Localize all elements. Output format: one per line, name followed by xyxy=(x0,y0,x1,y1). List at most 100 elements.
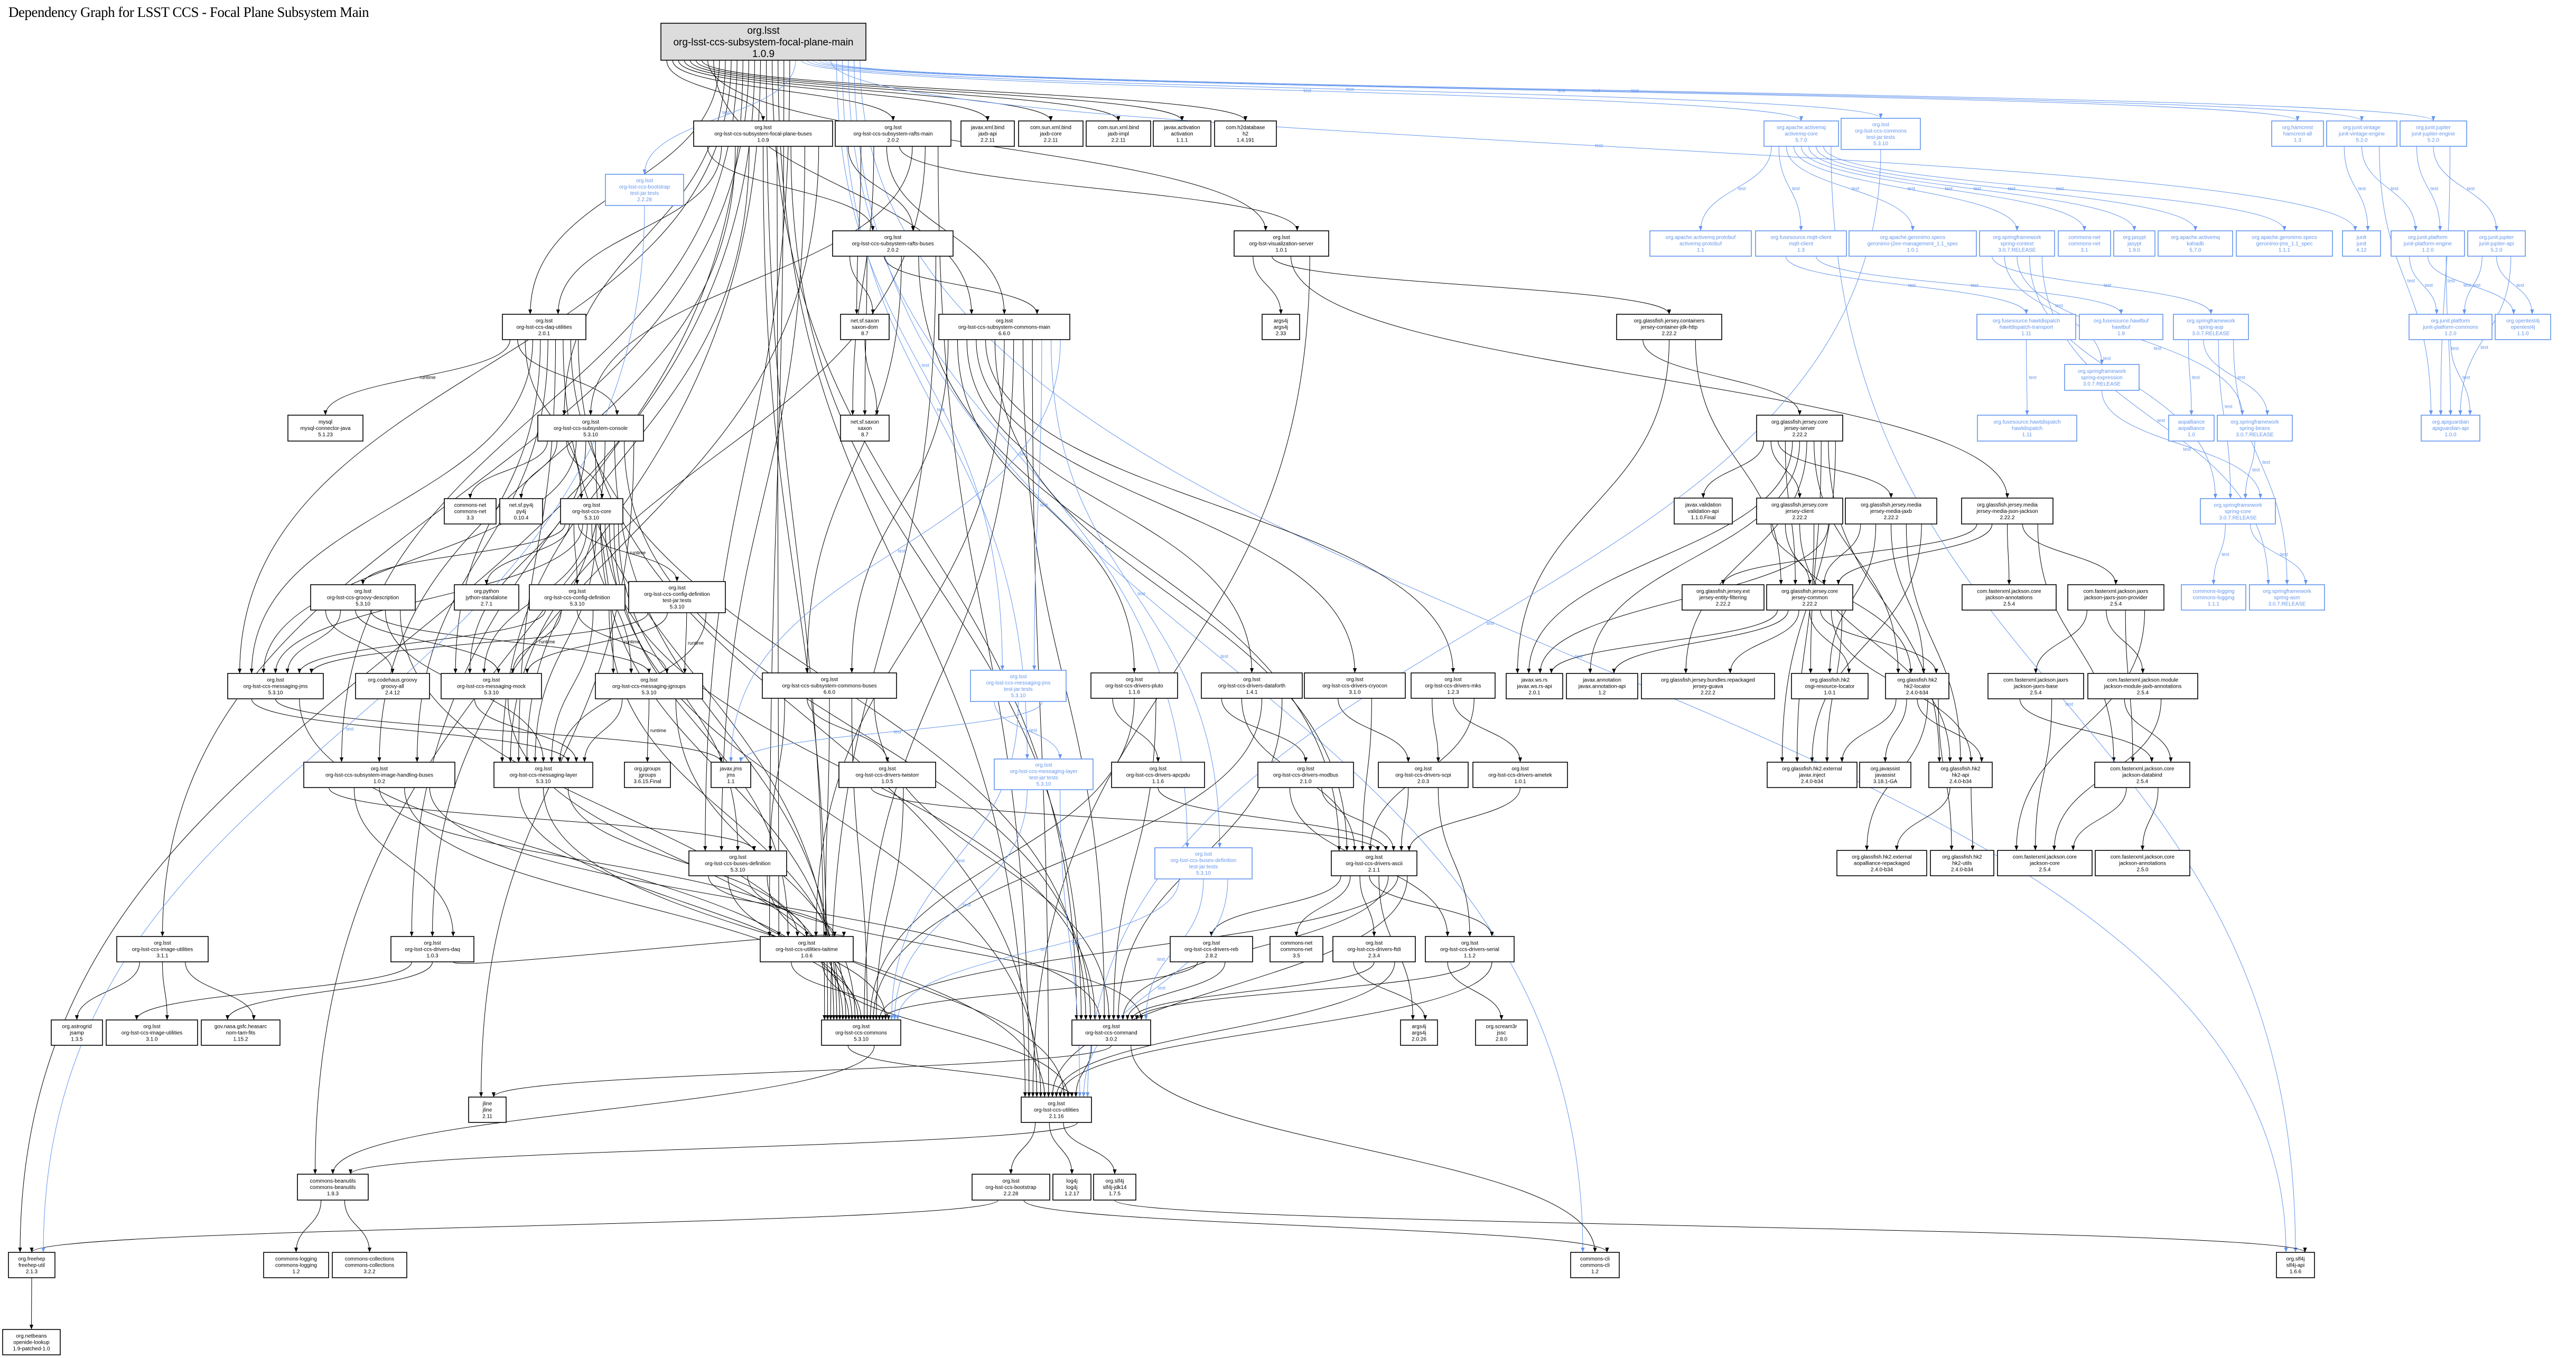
dependency-node-hawtdispatch[interactable]: org.fusesource.hawtdispatchhawtdispatch1… xyxy=(1977,415,2077,442)
dependency-node-imgutil310[interactable]: org.lsstorg-lsst-ccs-image-utilities3.1.… xyxy=(106,1019,198,1046)
dependency-node-springcore[interactable]: org.springframeworkspring-core3.0.7.RELE… xyxy=(2200,498,2276,525)
dependency-node-busdeftj[interactable]: org.lsstorg-lsst-ccs-buses-definitiontes… xyxy=(1154,847,1253,879)
dependency-node-dataforth[interactable]: org.lsstorg-lsst-ccs-drivers-dataforth1.… xyxy=(1201,672,1303,699)
dependency-node-imgutil311[interactable]: org.lsstorg-lsst-ccs-image-utilities3.1.… xyxy=(116,936,209,962)
dependency-node-jcore[interactable]: com.fasterxml.jackson.corejackson-core2.… xyxy=(1997,850,2093,876)
dependency-node-busdef[interactable]: org.lsstorg-lsst-ccs-buses-definition5.3… xyxy=(688,850,787,876)
dependency-node-protobuf[interactable]: org.apache.activemq.protobufactivemq-pro… xyxy=(1649,230,1752,257)
dependency-node-jupeng[interactable]: org.junit.jupiterjunit-jupiter-engine5.2… xyxy=(2400,120,2467,147)
dependency-node-rbuses[interactable]: org.lsstorg-lsst-ccs-subsystem-rafts-bus… xyxy=(832,230,954,257)
dependency-node-validation[interactable]: javax.validationvalidation-api1.1.0.Fina… xyxy=(1674,498,1733,525)
dependency-node-jserver[interactable]: org.glassfish.jersey.corejersey-server2.… xyxy=(1756,415,1843,442)
dependency-node-springexpr[interactable]: org.springframeworkspring-expression3.0.… xyxy=(2064,364,2140,391)
dependency-node-springctx[interactable]: org.springframeworkspring-context3.0.7.R… xyxy=(1979,230,2055,257)
dependency-node-msglayer[interactable]: org.lsstorg-lsst-ccs-messaging-layer5.3.… xyxy=(493,762,593,788)
dependency-node-cmain[interactable]: org.lsstorg-lsst-ccs-subsystem-commons-m… xyxy=(938,314,1070,340)
dependency-node-imgbuses[interactable]: org.lsstorg-lsst-ccs-subsystem-image-han… xyxy=(303,762,455,788)
dependency-node-vintage[interactable]: org.junit.vintagejunit-vintage-engine5.2… xyxy=(2326,120,2397,147)
dependency-node-root[interactable]: org.lsstorg-lsst-ccs-subsystem-focal-pla… xyxy=(660,23,866,61)
dependency-node-console[interactable]: org.lsstorg-lsst-ccs-subsystem-console5.… xyxy=(537,415,644,442)
dependency-node-entityfilt[interactable]: org.glassfish.jersey.extjersey-entity-fi… xyxy=(1682,584,1765,611)
dependency-node-taitime[interactable]: org.lsstorg-lsst-ccs-utilities-taitime1.… xyxy=(760,936,854,962)
dependency-node-cbuses[interactable]: org.lsstorg-lsst-ccs-subsystem-commons-b… xyxy=(762,672,897,699)
dependency-node-msgjgroups[interactable]: org.lsstorg-lsst-ccs-messaging-jgroups5.… xyxy=(595,673,703,699)
dependency-node-twistorr[interactable]: org.lsstorg-lsst-ccs-drivers-twistorr1.0… xyxy=(838,762,936,788)
dependency-node-configdef[interactable]: org.lsstorg-lsst-ccs-config-definition5.… xyxy=(529,584,626,611)
dependency-node-modjaxb[interactable]: com.fasterxml.jackson.modulejackson-modu… xyxy=(2087,673,2198,699)
dependency-node-rmain[interactable]: org.lsstorg-lsst-ccs-subsystem-rafts-mai… xyxy=(835,120,951,147)
dependency-node-msglayertj[interactable]: org.lsstorg-lsst-ccs-messaging-layertest… xyxy=(994,758,1094,790)
dependency-node-jdkhttp[interactable]: org.glassfish.jersey.containersjersey-co… xyxy=(1616,314,1722,340)
dependency-node-jmjaxb[interactable]: org.glassfish.jersey.mediajersey-media-j… xyxy=(1845,498,1937,525)
dependency-node-openide[interactable]: org.netbeansopenide-lookup1.9-patched-1.… xyxy=(2,1329,61,1355)
dependency-node-boottj[interactable]: org.lsstorg-lsst-ccs-bootstraptest-jar:t… xyxy=(605,174,684,206)
dependency-node-vis[interactable]: org.lsstorg-lsst-visualization-server1.0… xyxy=(1234,230,1329,257)
dependency-node-inject[interactable]: org.glassfish.hk2.externaljavax.inject2.… xyxy=(1767,762,1858,788)
dependency-node-springaop[interactable]: org.springframeworkspring-aop3.0.7.RELEA… xyxy=(2173,314,2249,340)
dependency-node-jannot254[interactable]: com.fasterxml.jackson.corejackson-annota… xyxy=(1962,584,2057,611)
dependency-node-jclient[interactable]: org.glassfish.jersey.corejersey-client2.… xyxy=(1756,498,1843,525)
dependency-node-databind[interactable]: com.fasterxml.jackson.corejackson-databi… xyxy=(2094,762,2190,788)
dependency-node-guava[interactable]: org.glassfish.jersey.bundles.repackagedj… xyxy=(1641,673,1775,699)
dependency-node-jjson[interactable]: org.glassfish.jersey.mediajersey-media-j… xyxy=(1961,498,2054,525)
dependency-node-cryocon[interactable]: org.lsstorg-lsst-ccs-drivers-cryocon3.1.… xyxy=(1304,672,1406,699)
dependency-node-jannot250[interactable]: com.fasterxml.jackson.corejackson-annota… xyxy=(2095,850,2190,876)
dependency-node-pcommons[interactable]: org.junit.platformjunit-platform-commons… xyxy=(2409,314,2493,340)
dependency-node-configtj[interactable]: org.lsstorg-lsst-ccs-config-definitionte… xyxy=(628,581,726,613)
dependency-node-osgi[interactable]: org.glassfish.hk2osgi-resource-locator1.… xyxy=(1791,673,1869,699)
dependency-node-hdtrans[interactable]: org.fusesource.hawtdispatchhawtdispatch-… xyxy=(1976,314,2076,340)
dependency-node-jaxrsbase[interactable]: com.fasterxml.jackson.jaxrsjackson-jaxrs… xyxy=(1987,673,2084,699)
dependency-node-jaxrsprov[interactable]: com.fasterxml.jackson.jaxrsjackson-jaxrs… xyxy=(2067,584,2164,611)
